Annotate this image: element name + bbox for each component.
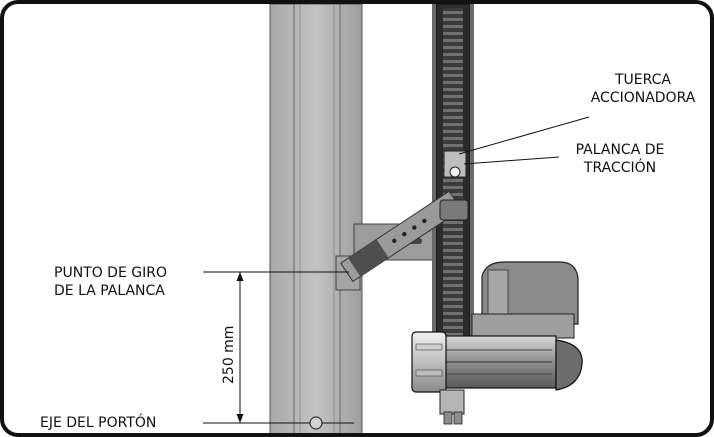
leader-palanca [463,156,560,165]
leader-tuerca [458,116,590,155]
drive-nut [443,150,467,178]
label-punto-line2: DE LA PALANCA [54,283,165,299]
label-palanca-traccion: PALANCA DE TRACCIÓN [560,141,680,177]
label-eje-porton: EJE DEL PORTÓN [40,415,157,431]
label-palanca-line2: TRACCIÓN [583,160,657,176]
gate-axis-hole [309,416,323,430]
gate-post [269,4,363,433]
dimension-label: 250 mm [221,325,237,384]
label-punto-giro: PUNTO DE GIRO DE LA PALANCA [54,264,167,300]
dimension-line [236,272,244,423]
mechanism-illustration [203,4,590,433]
label-tuerca-line2: ACCIONADORA [590,90,696,106]
label-punto-line1: PUNTO DE GIRO [54,265,167,281]
leader-lines [203,116,590,424]
motor-assembly [411,261,583,425]
label-tuerca-accionadora: TUERCA ACCIONADORA [580,71,706,107]
gearbox-cap [411,331,447,393]
label-tuerca-line1: TUERCA [614,72,672,88]
collar-clamp [439,199,469,221]
label-palanca-line1: PALANCA DE [575,142,665,158]
